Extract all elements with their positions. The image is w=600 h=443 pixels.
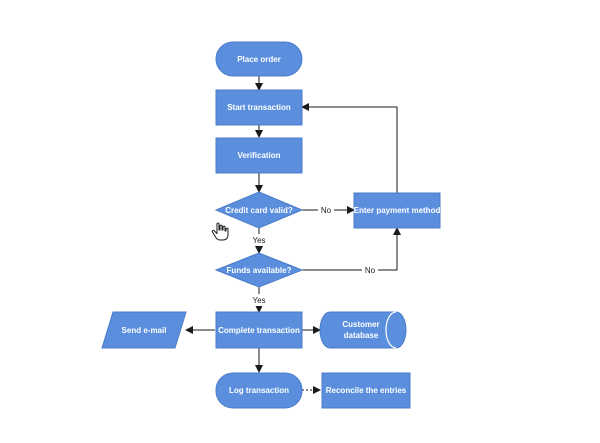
node-start-transaction[interactable]: Start transaction xyxy=(215,89,303,126)
node-send-email[interactable]: Send e-mail xyxy=(101,311,187,349)
node-funds-available-label: Funds available? xyxy=(227,266,292,275)
node-customer-database-label-line2: database xyxy=(344,331,379,340)
node-funds-available[interactable]: Funds available? xyxy=(214,252,304,288)
node-complete-transaction-label: Complete transaction xyxy=(218,326,300,335)
edge-label-yes-2: Yes xyxy=(252,296,265,305)
edge-enter-to-start xyxy=(301,103,398,193)
node-verification-label: Verification xyxy=(237,151,280,160)
node-place-order-label: Place order xyxy=(237,55,281,64)
node-reconcile-entries[interactable]: Reconcile the entries xyxy=(321,372,411,409)
edge-funds-to-enter xyxy=(302,227,401,271)
node-customer-database-label-line1: Customer xyxy=(342,320,379,329)
edge-label-yes-1: Yes xyxy=(252,236,265,245)
node-enter-payment-method[interactable]: Enter payment method xyxy=(353,192,441,229)
node-enter-payment-method-label: Enter payment method xyxy=(354,206,441,215)
hand-pointer-icon xyxy=(211,222,229,241)
node-log-transaction[interactable]: Log transaction xyxy=(215,372,303,409)
node-start-transaction-label: Start transaction xyxy=(227,103,291,112)
edge-label-no-1: No xyxy=(321,206,332,215)
node-place-order[interactable]: Place order xyxy=(215,41,303,77)
nodes: Place order Start transaction Verificati… xyxy=(101,41,441,409)
node-customer-database[interactable]: Customer database xyxy=(319,311,407,349)
node-credit-card-valid[interactable]: Credit card valid? xyxy=(214,191,304,229)
edge-label-no-2: No xyxy=(365,266,376,275)
node-complete-transaction[interactable]: Complete transaction xyxy=(215,311,303,349)
node-verification[interactable]: Verification xyxy=(215,137,303,174)
node-credit-card-valid-label: Credit card valid? xyxy=(225,206,293,215)
node-log-transaction-label: Log transaction xyxy=(229,386,289,395)
node-send-email-label: Send e-mail xyxy=(122,326,167,335)
node-reconcile-entries-label: Reconcile the entries xyxy=(326,386,407,395)
edge-labels: No No Yes Yes xyxy=(248,204,378,306)
